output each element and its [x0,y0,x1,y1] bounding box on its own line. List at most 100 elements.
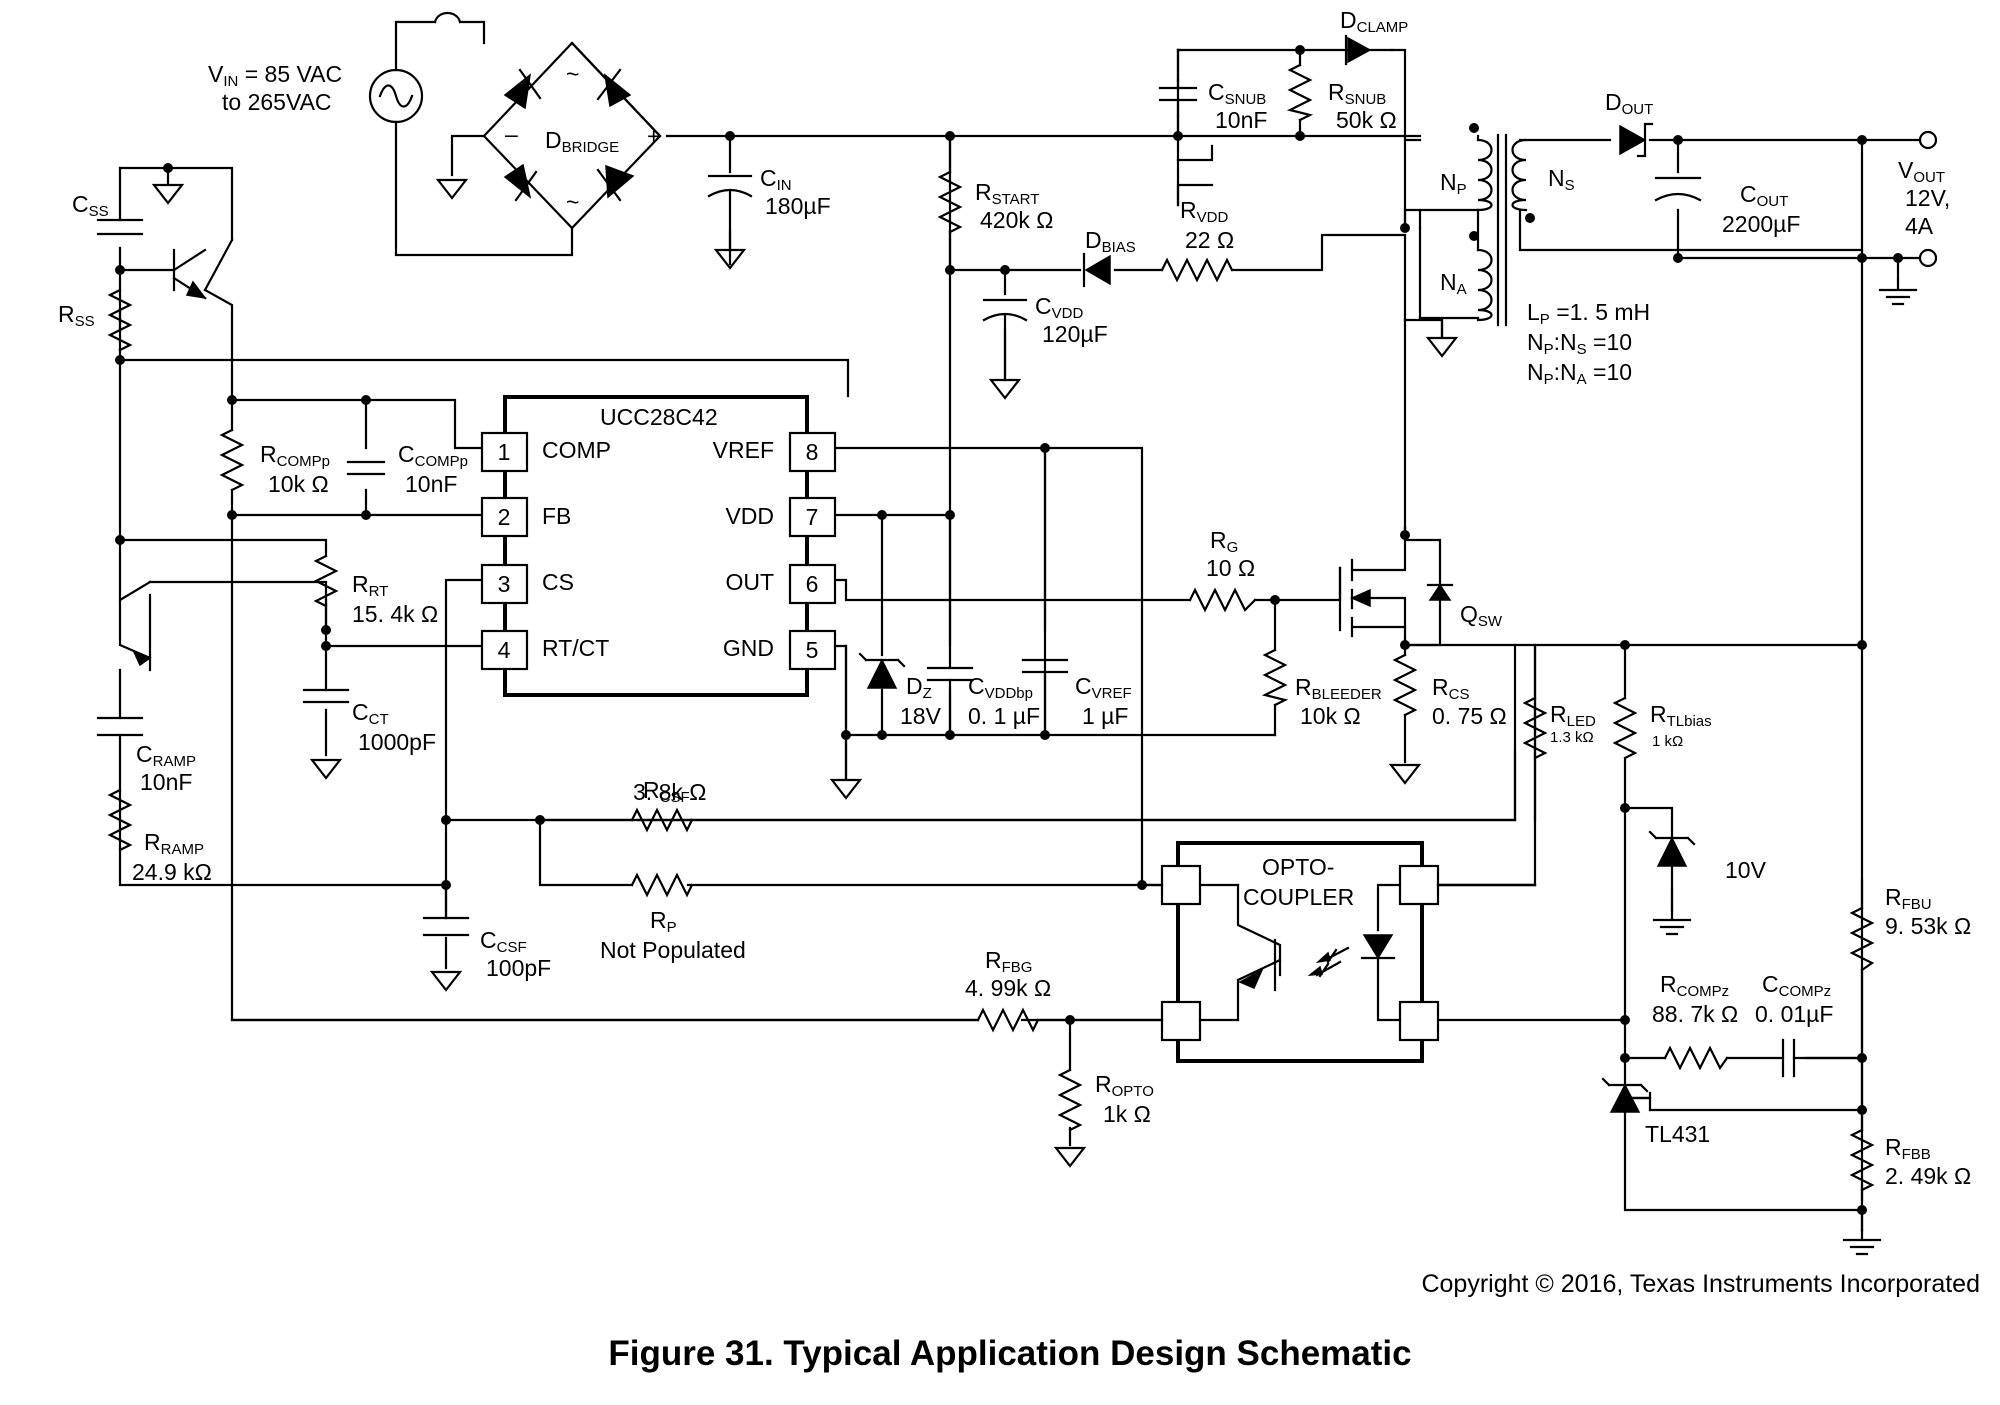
pin-comp-label: COMP [542,437,611,463]
np-label: NP [1440,169,1467,198]
dbridge-label: DBRIDGE [545,127,619,156]
rcsf-value: 3. 8k Ω [633,779,706,805]
rramp-value: 24.9 kΩ [132,859,212,885]
rp-name: RP [650,907,677,936]
npna-label: NP:NA =10 [1527,359,1632,388]
vout-current: 4A [1905,213,1934,239]
na-label: NA [1440,269,1467,298]
rcs-name: RCS [1432,674,1469,703]
rvdd-value: 22 Ω [1185,227,1234,253]
snubber: CSNUB 10nF RSNUB 50k Ω DCLAMP [1158,7,1408,133]
dout-name: DOUT [1605,89,1653,118]
vin-label: VIN = 85 VAC [208,61,342,90]
rcompp-value: 10k Ω [268,471,329,497]
rtlbias-value: 1 kΩ [1652,733,1683,750]
bridge-rectifier: DBRIDGE + – ~ ~ [436,41,662,230]
ccompp-name: CCOMPp [398,441,468,470]
pin-vref-label: VREF [713,437,774,463]
pin-vdd-label: VDD [725,503,774,529]
junctions [115,45,1867,1215]
rcs-value: 0. 75 Ω [1432,703,1507,729]
dz-name: DZ [906,673,932,702]
rss-name: RSS [58,301,95,330]
rcompz-name: RCOMPz [1660,971,1729,1000]
ccsf-value: 100pF [486,955,551,981]
rg-name: RG [1210,527,1238,556]
transformer: NP NS NA LP =1. 5 mH NP:NS =10 NP:NA =10 [1403,123,1650,388]
cout-value: 2200µF [1722,211,1800,237]
rfbu-value: 9. 53k Ω [1885,913,1971,939]
opto-line1: OPTO- [1262,854,1334,880]
bridge-plus: + [647,123,660,149]
pin-out-label: OUT [725,569,774,595]
dz-value: 18V [900,703,942,729]
pin-8-number: 8 [806,439,819,465]
optocoupler: OPTO- COUPLER [1160,841,1440,1063]
zener-10v-value: 10V [1725,857,1767,883]
rfbg-name: RFBG [985,947,1032,976]
rsnub-value: 50k Ω [1336,107,1397,133]
pin-6-number: 6 [806,571,819,597]
rstart-name: RSTART [975,179,1039,208]
cin-value: 180µF [765,193,831,219]
cramp-name: CRAMP [136,741,196,770]
cin-name: CIN [760,165,792,194]
current-sense-filter: CCSF 100pF RCSF 3. 8k Ω RP Not Populated [422,777,1517,992]
opto-line2: COUPLER [1243,884,1354,910]
rbleeder-value: 10k Ω [1300,703,1361,729]
ccsf-name: CCSF [480,927,527,956]
tl431-label: TL431 [1645,1121,1710,1147]
ic-support-network: DZ 18V CVDDbp 0. 1 µF CVREF 1 µF RG 10 Ω… [830,446,1382,800]
pin-gnd-label: GND [723,635,774,661]
cvref-name: CVREF [1075,673,1132,702]
pin-fb-label: FB [542,503,571,529]
bias-supply: DBIAS RVDD 22 Ω CVDD 120µF [982,197,1234,400]
cout-name: COUT [1740,181,1788,210]
pin-2-number: 2 [498,504,511,530]
rfbu-name: RFBU [1885,884,1932,913]
pin-rtct-label: RT/CT [542,635,609,661]
cvref-value: 1 µF [1082,703,1128,729]
output-stage: DOUT COUT 2200µF VOUT 12V, 4A [1605,89,1950,306]
qsw-mosfet: QSW RCS 0. 75 Ω [1338,526,1507,785]
npns-label: NP:NS =10 [1527,329,1632,358]
rvdd-name: RVDD [1180,197,1228,226]
dbias-name: DBIAS [1085,227,1136,256]
qsw-name: QSW [1460,601,1503,630]
bridge-minus: – [505,121,518,147]
pin-1-number: 1 [498,439,511,465]
rcompz-value: 88. 7k Ω [1652,1001,1738,1027]
cin-capacitor: CIN 180µF [707,165,831,270]
rsnub-name: RSNUB [1328,79,1386,108]
rramp-name: RRAMP [144,829,204,858]
dclamp-name: DCLAMP [1340,7,1408,36]
rled-name: RLED [1550,701,1596,730]
feedback-primary: RFBG 4. 99k Ω ROPTO 1k Ω [230,883,1164,1168]
vout-value: 12V, [1905,185,1950,211]
pin-4-number: 4 [498,637,511,663]
rfbb-name: RFBB [1885,1134,1931,1163]
csnub-name: CSNUB [1208,79,1266,108]
cct-value: 1000pF [358,729,436,755]
ccompz-name: CCOMPz [1762,971,1831,1000]
ic-name: UCC28C42 [600,404,718,430]
ropto-name: ROPTO [1095,1071,1154,1100]
rcompp-name: RCOMPp [260,441,330,470]
comp-network: RCOMPp 10k Ω CCOMPp 10nF [219,428,468,497]
rfbb-value: 2. 49k Ω [1885,1163,1971,1189]
pin-7-number: 7 [806,504,819,530]
rg-value: 10 Ω [1206,555,1255,581]
pin-3-number: 3 [498,571,511,597]
ucc28c42-controller: UCC28C42 1 2 3 4 8 7 6 5 COMP FB CS RT/C… [480,395,837,697]
rled-value: 1.3 kΩ [1550,729,1594,746]
rstart-value: 420k Ω [980,207,1053,233]
rcsf-name: RCSF [643,777,690,806]
csnub-value: 10nF [1215,107,1267,133]
copyright-notice: Copyright © 2016, Texas Instruments Inco… [1421,1270,1980,1298]
ns-label: NS [1548,165,1575,194]
rrt-value: 15. 4k Ω [352,601,438,627]
rp-value: Not Populated [600,937,746,963]
rbleeder-name: RBLEEDER [1295,674,1382,703]
feedback-secondary: RLED 1.3 kΩ RTLbias 1 kΩ 10V RCOMPz 88. … [1436,696,1971,1256]
cvddbp-name: CVDDbp [968,673,1033,702]
